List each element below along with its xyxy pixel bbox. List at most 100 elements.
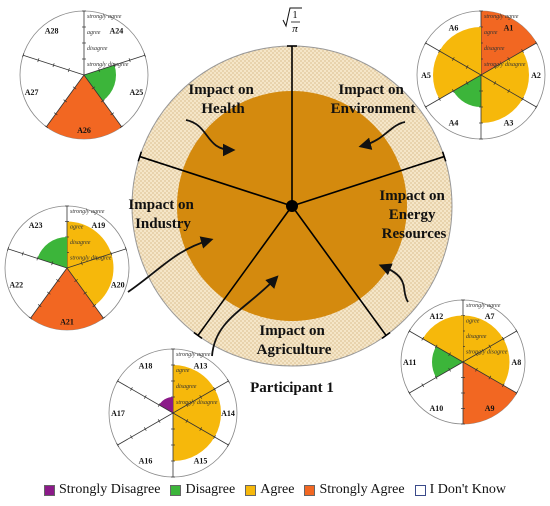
scale-label: strongly disagree — [176, 400, 218, 406]
legend-item-strongly-agree: Strongly Agree — [304, 482, 405, 498]
mini-tick — [185, 403, 189, 407]
mini-tick — [448, 352, 451, 357]
mini-tick — [91, 86, 96, 90]
item-label-a15: A15 — [194, 457, 208, 466]
legend-item-agree: Agree — [245, 482, 294, 498]
sector-label-health: Impact on Health — [188, 82, 257, 117]
mini-tick — [521, 49, 524, 53]
scale-label: agree — [484, 30, 498, 36]
legend-swatch — [43, 484, 55, 496]
mini-tick — [451, 57, 455, 61]
wedge-a26 — [46, 75, 122, 140]
mini-tick — [44, 125, 49, 129]
item-label-a12: A12 — [429, 312, 443, 321]
mini-tick — [501, 336, 505, 341]
mini-tick — [119, 125, 124, 129]
mini-tick — [501, 383, 505, 388]
scale-label: strongly agree — [176, 352, 211, 358]
spoke-left — [139, 155, 293, 207]
item-label-a2: A2 — [531, 71, 541, 80]
mini-tick — [199, 395, 203, 399]
arrow-energy — [378, 263, 409, 303]
mini-tick — [143, 395, 147, 399]
legend-swatch — [414, 484, 426, 496]
spoke-bottom-left — [197, 205, 293, 336]
wedge-a21 — [30, 268, 104, 330]
participant-label: Participant 1 — [250, 380, 334, 396]
scale-label: disagree — [87, 46, 108, 52]
mini-tick — [116, 379, 119, 383]
item-label-a25: A25 — [129, 88, 143, 97]
mini-tick — [488, 344, 492, 349]
sqrt-numerator: 1 — [293, 10, 298, 21]
legend: Strongly Disagree Disagree Agree Strongl… — [0, 478, 550, 502]
mini-tick — [36, 256, 39, 261]
mini-tick — [421, 383, 425, 388]
mini-tick — [424, 105, 427, 109]
mini-tick — [465, 65, 469, 69]
mini-tick — [434, 375, 438, 380]
wedge-a9 — [463, 362, 517, 424]
mini-tick — [63, 99, 68, 103]
mini-tick — [28, 316, 33, 320]
scale-label: strongly agree — [466, 303, 501, 309]
scale-label: disagree — [484, 46, 505, 52]
mini-tick — [37, 58, 40, 63]
item-label-a10: A10 — [429, 404, 443, 413]
legend-label: Strongly Disagree — [58, 482, 161, 497]
mini-tick — [535, 41, 538, 45]
center-hub — [286, 200, 298, 212]
wedge-a15 — [173, 413, 215, 461]
sector-label-industry: Impact on Industry — [128, 197, 197, 232]
mini-tick — [448, 367, 451, 372]
mini-tick — [143, 427, 147, 431]
mini-tick — [213, 435, 216, 439]
mini-tick — [113, 63, 116, 68]
mini-tick — [493, 65, 497, 69]
spoke-right — [291, 155, 445, 207]
legend-label: Agree — [260, 482, 295, 497]
wedge-a6 — [439, 27, 481, 75]
wedge-a12 — [422, 315, 463, 362]
mini-tick — [110, 112, 115, 116]
mini-tick — [438, 97, 441, 101]
wedge-a1 — [481, 11, 537, 75]
mini-tick — [408, 391, 411, 395]
mini-tick — [507, 89, 511, 93]
legend-swatch — [245, 484, 257, 496]
wedge-a4 — [453, 75, 481, 107]
arrow-health — [185, 119, 236, 157]
arrow-industry — [127, 236, 214, 293]
mini-tick — [98, 68, 101, 73]
item-label-a20: A20 — [111, 280, 125, 289]
spoke-bottom-left-cap — [193, 331, 203, 340]
sector-label-environment: Impact on Environment — [331, 82, 416, 117]
mini-tick — [37, 304, 42, 308]
legend-label: Strongly Agree — [319, 482, 405, 497]
spoke-bottom-right-cap — [381, 331, 391, 340]
spoke-right-cap — [441, 151, 447, 162]
sqrt-denominator: π — [292, 23, 298, 35]
legend-item-strongly-disagree: Strongly Disagree — [43, 482, 161, 498]
legend-swatch — [304, 484, 316, 496]
item-label-a28: A28 — [45, 26, 59, 35]
sector-label-energy: Impact on Energy Resources — [379, 188, 448, 242]
mini-tick — [227, 379, 230, 383]
mini-tick — [67, 68, 70, 73]
mini-tick — [7, 246, 9, 251]
wedge-a20 — [67, 253, 114, 306]
legend-label: I Don't Know — [429, 482, 506, 497]
mini-tick — [157, 403, 161, 407]
mini-tick — [213, 387, 216, 391]
scale-label: agree — [466, 319, 480, 325]
mini-tick — [95, 256, 98, 261]
mini-tick — [46, 291, 51, 295]
mini-tick — [465, 81, 469, 85]
item-label-a11: A11 — [403, 358, 416, 367]
item-label-a22: A22 — [9, 280, 23, 289]
